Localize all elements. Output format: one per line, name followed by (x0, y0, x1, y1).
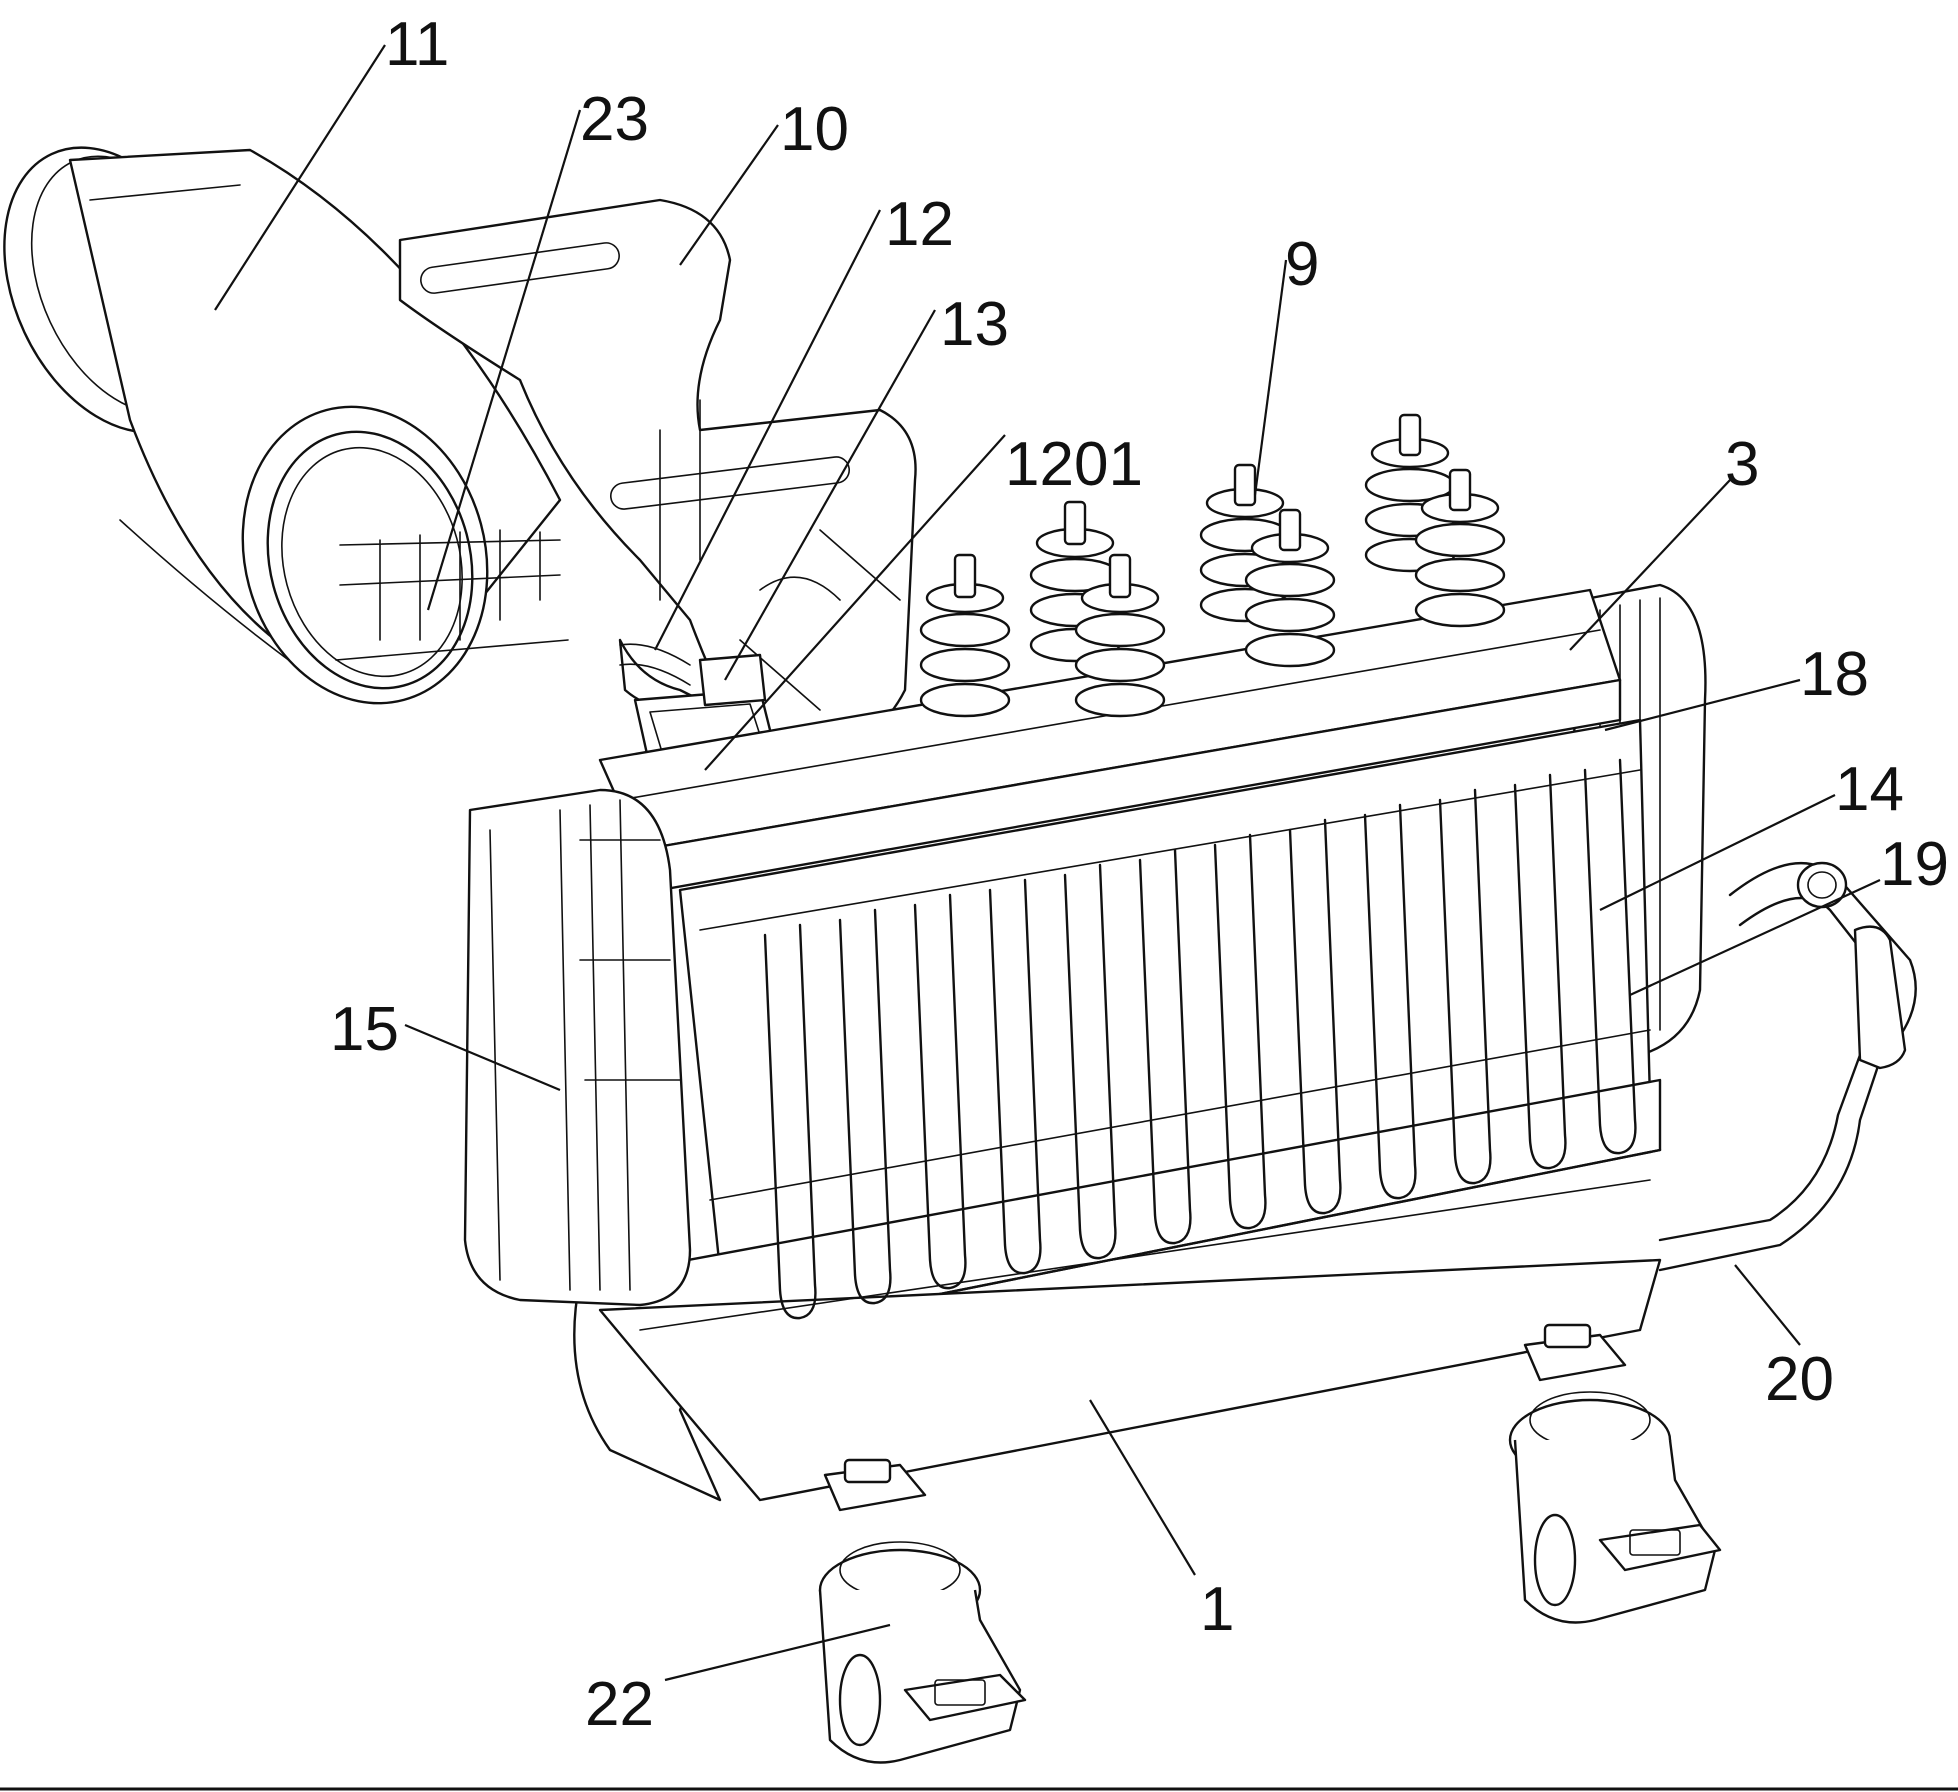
insulator (1244, 508, 1336, 668)
label-11: 11 (385, 10, 449, 79)
label-22: 22 (585, 1670, 654, 1739)
label-1: 1 (1200, 1575, 1234, 1644)
label-15: 15 (330, 995, 399, 1064)
caster-front (818, 1458, 1027, 1764)
insulator (919, 553, 1011, 718)
label-1201: 1201 (1005, 430, 1143, 499)
label-10: 10 (780, 95, 849, 164)
label-3: 3 (1725, 430, 1759, 499)
leader-lines (214, 44, 1881, 1682)
label-23: 23 (580, 85, 649, 154)
grille (335, 529, 569, 661)
label-12: 12 (885, 190, 954, 259)
caster-rear (1508, 1323, 1722, 1624)
label-20: 20 (1765, 1345, 1834, 1414)
label-13: 13 (940, 290, 1009, 359)
label-14: 14 (1835, 755, 1904, 824)
label-18: 18 (1800, 640, 1869, 709)
insulators (919, 413, 1506, 718)
insulator (1074, 553, 1166, 718)
insulator (1414, 468, 1506, 628)
handle-pipe (1658, 861, 1917, 1272)
air-duct (3, 146, 569, 705)
label-19: 19 (1880, 830, 1949, 899)
label-9: 9 (1285, 230, 1319, 299)
cooling-loops (763, 758, 1637, 1320)
main-body (463, 583, 1707, 1502)
